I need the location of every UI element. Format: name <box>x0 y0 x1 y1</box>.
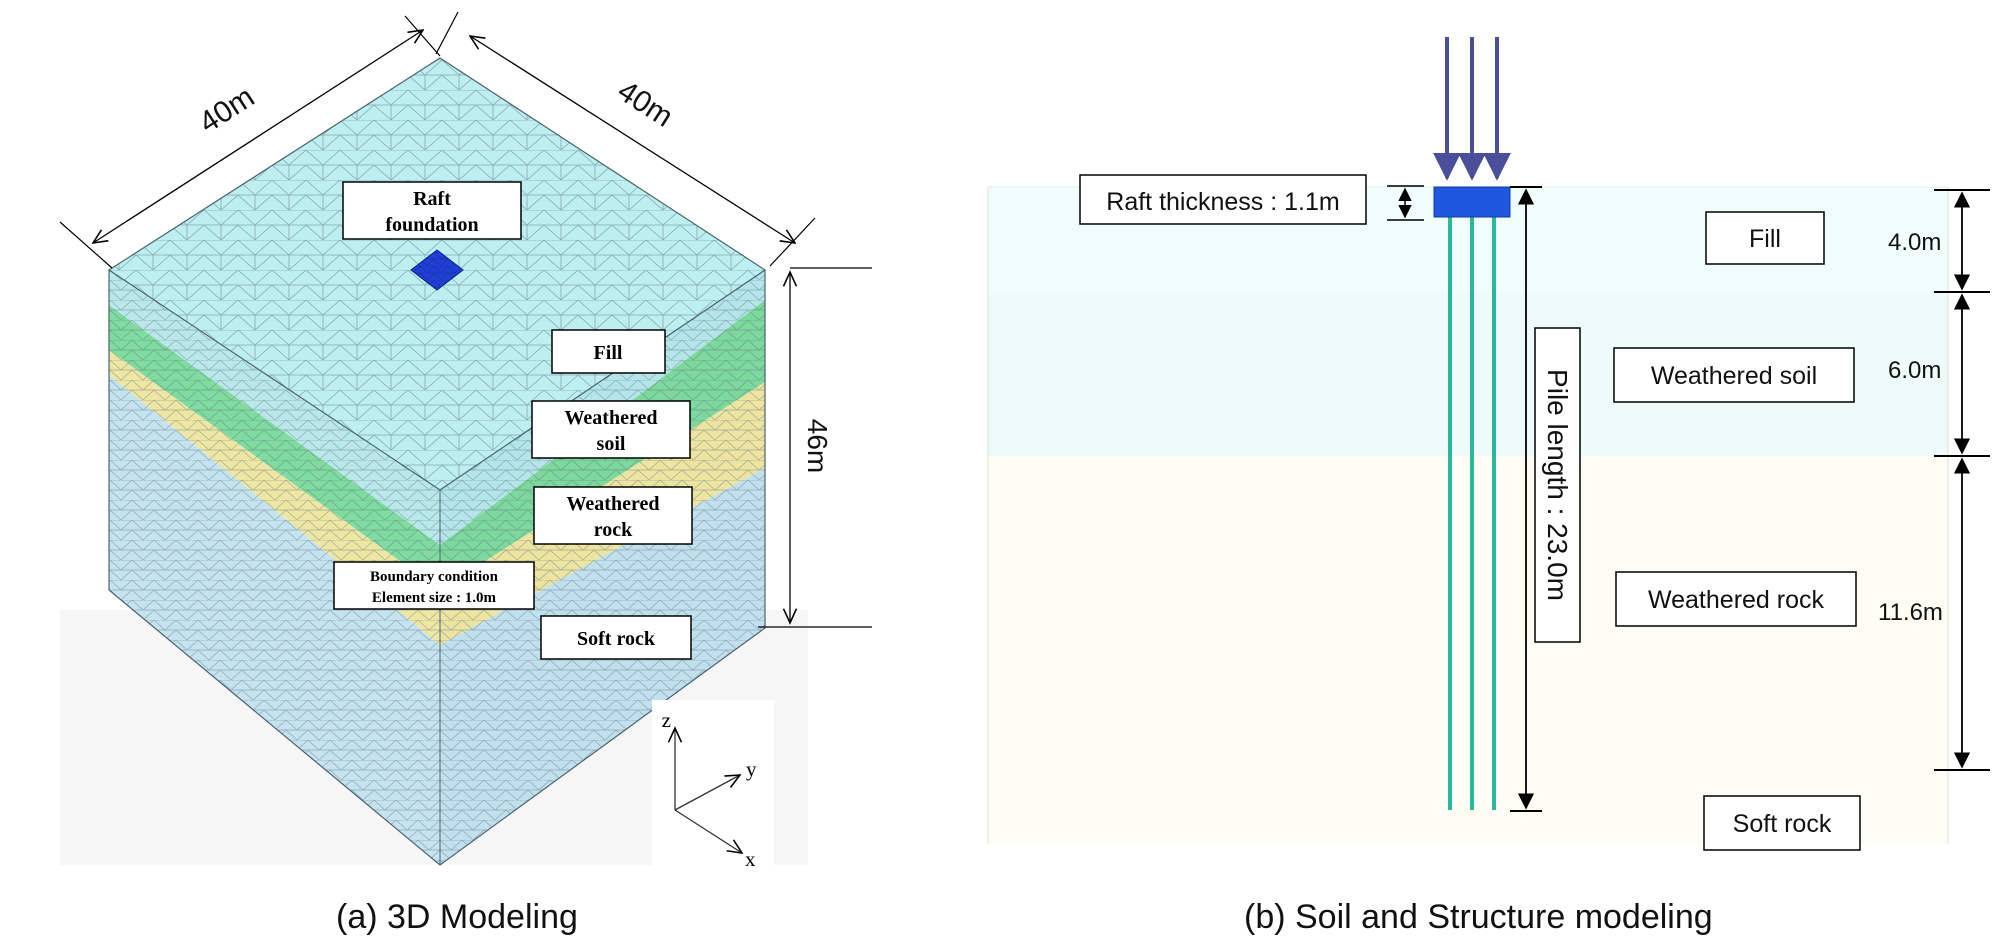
axis-z-label: z <box>662 708 671 732</box>
weathered-soil-label-3d: Weathered soil <box>531 400 691 459</box>
raft-thickness-callout: Raft thickness : 1.1m <box>1079 174 1424 225</box>
wrock-label-line2: rock <box>594 519 633 541</box>
pile-length-dimension: Pile length : 23.0m <box>1510 186 1581 812</box>
raft-label-line1: Raft <box>413 188 451 210</box>
axis-y-label: y <box>746 757 757 781</box>
wsoil-thickness-label: 6.0m <box>1888 357 1941 384</box>
width-a-label: 40m <box>193 80 260 139</box>
fill-label-3d: Fill <box>551 329 666 374</box>
raft-label-line2: foundation <box>385 214 478 236</box>
piles <box>1448 212 1496 810</box>
wsoil-label-line1: Weathered <box>565 407 658 429</box>
weathered-rock-label-2d-text: Weathered rock <box>1648 586 1825 614</box>
weathered-rock-label-3d: Weathered rock <box>533 486 693 545</box>
fill-thickness-label: 4.0m <box>1888 229 1941 256</box>
boundary-label-line1: Boundary condition <box>370 569 499 585</box>
soft-rock-label-3d: Soft rock <box>540 615 692 660</box>
raft-foundation-label: Raft foundation <box>342 181 522 240</box>
soft-rock-label-3d-text: Soft rock <box>577 628 656 650</box>
caption-3d-modeling: (a) 3D Modeling <box>336 898 578 936</box>
weathered-rock-label-2d: Weathered rock <box>1615 571 1857 627</box>
width-b-label: 40m <box>612 74 679 133</box>
weathered-soil-label-2d-text: Weathered soil <box>1651 362 1817 390</box>
boundary-condition-label: Boundary condition Element size : 1.0m <box>333 561 535 610</box>
wsoil-label-line2: soil <box>597 433 626 455</box>
dimension-lines-3d <box>59 11 872 628</box>
fill-label-2d-text: Fill <box>1749 225 1781 253</box>
raft-block <box>1433 186 1511 218</box>
weathered-rock-band <box>988 456 1948 844</box>
load-arrows <box>1433 37 1511 181</box>
wrock-label-line1: Weathered <box>567 493 660 515</box>
layer-dimensions <box>1934 189 1990 771</box>
coordinate-axes: z y x <box>652 700 774 871</box>
fill-label-2d: Fill <box>1705 211 1825 265</box>
weathered-soil-label-2d: Weathered soil <box>1613 347 1855 403</box>
raft-thickness-text: Raft thickness : 1.1m <box>1106 188 1339 216</box>
soft-rock-label-2d-text: Soft rock <box>1733 810 1832 838</box>
boundary-label-line2: Element size : 1.0m <box>372 590 497 606</box>
axis-x-label: x <box>745 847 756 871</box>
fill-label-3d-text: Fill <box>594 342 623 364</box>
pile-length-text: Pile length : 23.0m <box>1542 369 1573 601</box>
soil-profile <box>987 186 1949 844</box>
wrock-thickness-label: 11.6m <box>1878 599 1943 626</box>
caption-soil-structure: (b) Soil and Structure modeling <box>1244 898 1713 936</box>
soft-rock-label-2d: Soft rock <box>1703 795 1861 851</box>
height-label: 46m <box>802 419 833 473</box>
